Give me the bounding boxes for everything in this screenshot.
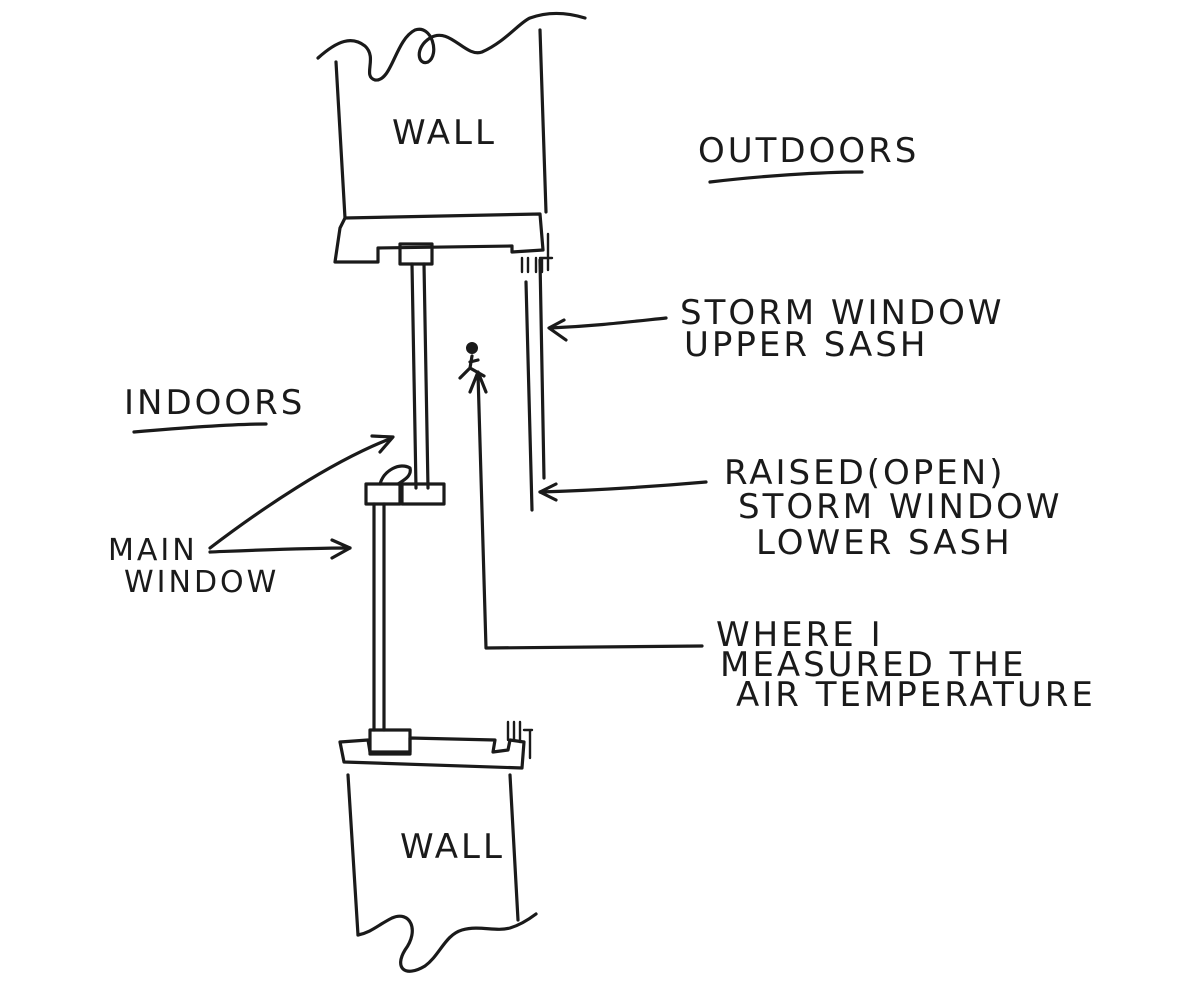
main-window: [364, 262, 446, 732]
indoors-label: INDOORS: [124, 383, 305, 423]
wall-top-label: WALL: [392, 113, 497, 153]
storm-lower-label-line3: LOWER SASH: [756, 523, 1013, 563]
measure-label-line1: WHERE I: [716, 615, 884, 655]
storm-upper-label-line1: STORM WINDOW: [680, 293, 1005, 333]
storm-lower-arrow: [538, 480, 708, 502]
top-wall: [316, 11, 587, 274]
storm-lower-label-line1: RAISED(OPEN): [724, 453, 1006, 493]
outdoors-underline: [708, 170, 864, 184]
storm-upper-arrow: [547, 316, 668, 342]
measure-label-line2: MEASURED THE: [720, 645, 1026, 685]
storm-lower-label-line2: STORM WINDOW: [738, 487, 1063, 527]
storm-upper-label-line2: UPPER SASH: [684, 325, 928, 365]
outdoors-label: OUTDOORS: [698, 131, 919, 171]
wall-bottom-label: WALL: [400, 827, 505, 867]
main-window-label-line1: MAIN: [108, 533, 198, 568]
measure-label-line3: AIR TEMPERATURE: [736, 675, 1096, 715]
indoors-underline: [132, 422, 268, 434]
bottom-wall: [338, 720, 538, 973]
thermometer-point-icon: [458, 342, 486, 380]
main-window-arrows: [208, 434, 395, 560]
measurement-arrow: [468, 370, 704, 650]
main-window-label-line2: WINDOW: [124, 565, 279, 600]
storm-window: [524, 258, 546, 512]
